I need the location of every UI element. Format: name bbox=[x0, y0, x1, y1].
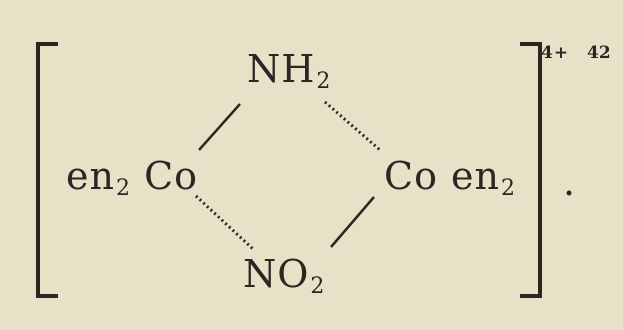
bottom-group-no2: NO2 bbox=[243, 255, 325, 298]
right-cobalt-group: Co en2 bbox=[384, 157, 516, 200]
bottom-group-subscript: 2 bbox=[310, 274, 326, 299]
right-metal: Co bbox=[384, 154, 438, 198]
right-ligand-subscript: 2 bbox=[501, 176, 517, 201]
reference-number: 42 bbox=[587, 43, 611, 63]
right-bracket bbox=[520, 42, 542, 298]
bond-dotted-lower-left bbox=[194, 194, 255, 251]
left-metal: Co bbox=[144, 154, 199, 198]
terminal-period: . bbox=[563, 160, 576, 204]
left-bracket bbox=[36, 42, 58, 298]
top-group-base: NH bbox=[247, 47, 316, 91]
bond-dotted-upper-right bbox=[324, 100, 381, 152]
right-ligand: en bbox=[451, 154, 501, 198]
charge-superscript: 4+ bbox=[541, 43, 570, 63]
left-cobalt-group: en2 Co bbox=[66, 157, 198, 200]
bond-solid-upper-left bbox=[198, 103, 241, 151]
bottom-group-base: NO bbox=[243, 252, 310, 296]
bond-solid-lower-right bbox=[330, 196, 375, 248]
left-ligand: en bbox=[66, 154, 115, 198]
left-ligand-subscript: 2 bbox=[115, 176, 131, 201]
top-group-subscript: 2 bbox=[316, 69, 332, 94]
top-group-nh2: NH2 bbox=[247, 50, 331, 93]
